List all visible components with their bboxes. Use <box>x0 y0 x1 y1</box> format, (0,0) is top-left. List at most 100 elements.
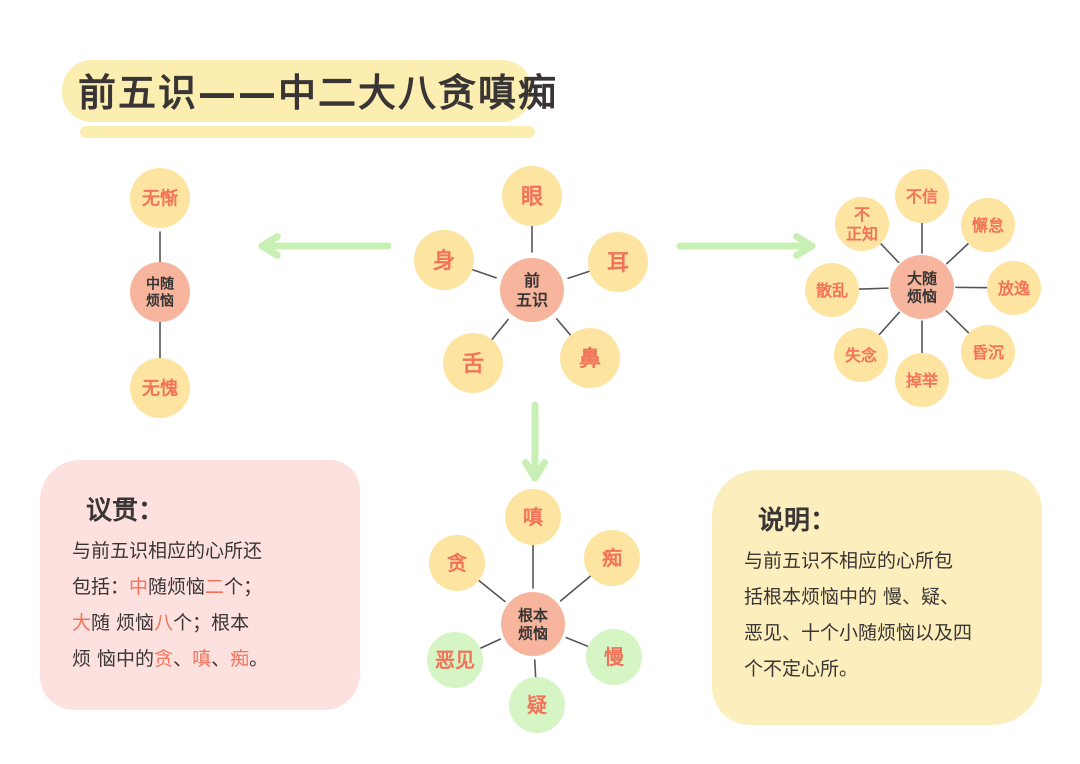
right-item-connector <box>856 287 889 290</box>
center-petal-node <box>588 232 648 292</box>
right-item-connector <box>945 310 971 336</box>
right-item-node <box>835 197 889 251</box>
bottom-item-connector <box>478 579 506 603</box>
bottom-item-node <box>505 489 561 545</box>
arrow-right-head <box>793 233 816 259</box>
right-item-node-label: 散乱 <box>816 281 848 300</box>
left-center-node-label: 中随烦恼 <box>146 276 174 310</box>
card-right-line: 恶见、十个小随烦恼以及四 <box>744 622 973 644</box>
center-petal-node-label: 舌 <box>462 352 484 377</box>
right-item-node <box>987 261 1041 315</box>
center-petal-connector <box>555 318 573 338</box>
card-left-text: 与前五识相应的心所还包括：中随烦恼二个；大随 烦恼八个；根本烦 恼中的贪、嗔、痴… <box>72 533 336 677</box>
card-right-line: 括根本烦恼中的 慢、疑、 <box>744 586 960 608</box>
card-text: 个； <box>224 576 263 598</box>
center-node-label: 前五识 <box>516 271 548 309</box>
card-left-line: 与前五识相应的心所还 <box>72 533 336 569</box>
left-item-node-label: 无惭 <box>142 187 178 209</box>
bottom-item-connector <box>533 659 537 678</box>
explanation-card-right: 说明： 与前五识不相应的心所包括根本烦恼中的 慢、疑、恶见、十个小随烦恼以及四个… <box>712 470 1042 725</box>
right-item-node <box>805 263 859 317</box>
card-right-line: 与前五识不相应的心所包 <box>744 550 954 572</box>
card-left-line: 包括：中随烦恼二个； <box>72 569 336 605</box>
arrow-left-head <box>258 233 281 259</box>
title-underline <box>80 126 535 138</box>
right-item-node-label: 懈怠 <box>972 216 1004 235</box>
right-item-node <box>961 198 1015 252</box>
center-petal-node-label: 鼻 <box>579 346 601 372</box>
highlight-text: 嗔 <box>192 648 212 670</box>
highlight-text: 贪 <box>154 648 174 670</box>
left-center-node <box>130 262 190 322</box>
right-item-connector <box>945 241 971 265</box>
right-item-node-label: 不正知 <box>846 205 878 243</box>
bottom-item-node <box>584 530 640 586</box>
left-item-node-label: 无愧 <box>142 377 178 399</box>
bottom-item-node-label: 嗔 <box>523 505 543 529</box>
bottom-item-connector <box>479 638 502 650</box>
bottom-item-node-label: 慢 <box>604 645 625 669</box>
card-left-heading: 议贯： <box>86 496 165 526</box>
card-left-line: 烦 恼中的贪、嗔、痴。 <box>72 641 336 677</box>
card-text: 、 <box>211 648 231 670</box>
right-item-node-label: 昏沉 <box>972 343 1004 362</box>
center-petal-node <box>414 230 474 290</box>
right-item-node <box>961 325 1015 379</box>
card-text: 个；根本 <box>173 612 250 634</box>
center-petal-node-label: 耳 <box>607 251 629 276</box>
bottom-item-connector <box>559 575 592 602</box>
highlight-text: 八 <box>154 612 174 634</box>
right-item-node-label: 失念 <box>845 346 878 365</box>
page-title: 前五识——中二大八贪嗔痴 <box>78 71 559 115</box>
center-node <box>500 258 564 322</box>
center-petal-connector <box>469 268 497 279</box>
bottom-item-connector <box>565 636 589 648</box>
center-petal-node <box>560 328 620 388</box>
title-highlight <box>62 60 532 122</box>
highlight-text: 二 <box>205 576 225 598</box>
explanation-card-left: 议贯： 与前五识相应的心所还包括：中随烦恼二个；大随 烦恼八个；根本烦 恼中的贪… <box>40 460 360 710</box>
card-right-heading: 说明： <box>758 506 837 536</box>
right-item-connector <box>878 241 900 264</box>
center-petal-connector <box>567 269 593 280</box>
highlight-text: 中 <box>129 576 149 598</box>
right-item-node <box>834 328 888 382</box>
center-petal-node <box>443 333 503 393</box>
card-text: 随 烦恼 <box>91 612 155 634</box>
card-right-line: 个不定心所。 <box>744 658 859 680</box>
highlight-text: 痴 <box>230 648 250 670</box>
bottom-item-node <box>427 632 483 688</box>
bottom-item-node-label: 贪 <box>447 551 468 575</box>
left-item-node <box>130 168 190 228</box>
right-item-node-label: 不信 <box>906 187 938 206</box>
bottom-item-node <box>429 535 485 591</box>
right-item-node-label: 掉举 <box>906 371 939 390</box>
bottom-item-node <box>509 677 565 733</box>
card-text: 包括： <box>72 576 130 598</box>
bottom-center-node-label: 根本烦恼 <box>518 606 548 642</box>
card-right-text: 与前五识不相应的心所包括根本烦恼中的 慢、疑、恶见、十个小随烦恼以及四个不定心所… <box>744 543 1018 687</box>
right-item-connector <box>876 311 901 338</box>
right-item-node-label: 放逸 <box>997 279 1030 298</box>
center-petal-node-label: 身 <box>433 248 455 274</box>
right-item-node <box>895 353 949 407</box>
card-text: 。 <box>249 648 269 670</box>
right-center-node <box>890 255 954 319</box>
bottom-item-node-label: 疑 <box>527 693 547 717</box>
bottom-item-node-label: 恶见 <box>435 648 475 672</box>
center-petal-connector <box>489 318 509 343</box>
right-item-node <box>895 169 949 223</box>
card-text: 随烦恼 <box>148 576 206 598</box>
card-text: 、 <box>173 648 193 670</box>
card-text: 烦 恼中的 <box>72 648 155 670</box>
right-center-node-label: 大随烦恼 <box>907 269 937 305</box>
bottom-item-node-label: 痴 <box>602 546 622 570</box>
bottom-item-node <box>586 629 642 685</box>
arrow-down-head <box>522 459 548 482</box>
left-item-node <box>130 358 190 418</box>
center-petal-node <box>502 166 562 226</box>
highlight-text: 大 <box>72 612 92 634</box>
center-petal-node-label: 眼 <box>521 185 543 210</box>
card-text: 与前五识相应的心所还 <box>72 540 263 562</box>
